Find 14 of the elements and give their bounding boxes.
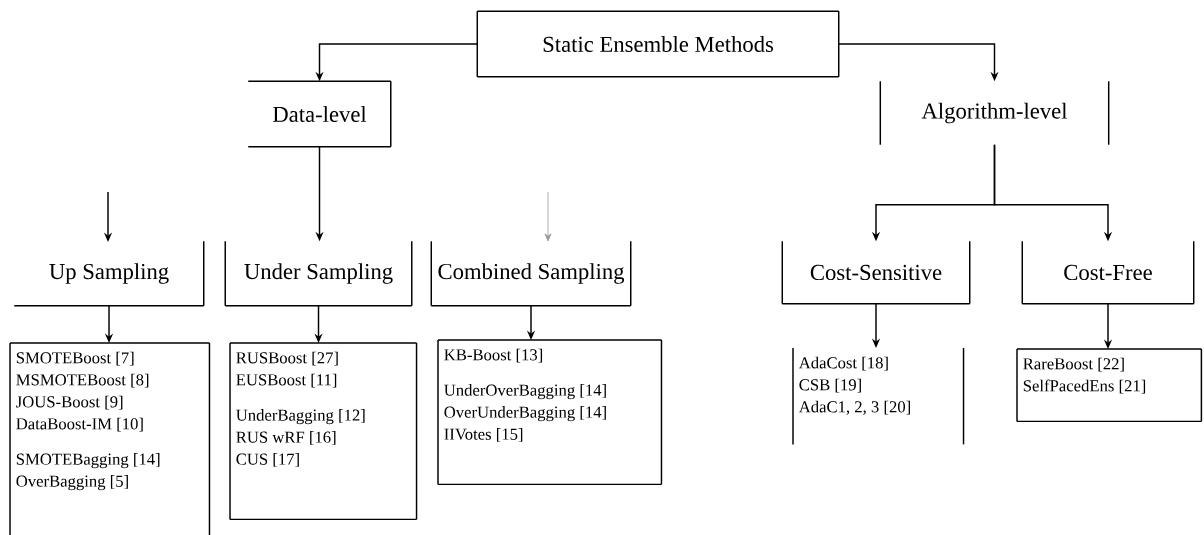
method-list-box: RareBoost [22] SelfPacedEns [21] <box>1016 348 1203 423</box>
method-list-box: RUSBoost [27] EUSBoost [11] UnderBagging [12] RUS wRF [16] CUS [17] <box>229 342 418 521</box>
method-list-box: KB-Boost [13] UnderOverBagging [14] OverUnderBagging [14] IIVotes [15] <box>437 339 663 486</box>
category-box: Algorithm-level <box>879 80 1110 146</box>
arrow <box>544 191 552 242</box>
category-box: Data-level <box>247 80 392 148</box>
category-box: Under Sampling <box>224 240 413 307</box>
category-box: Up Sampling <box>13 240 205 307</box>
category-box: Static Ensemble Methods <box>476 10 840 78</box>
method-list-box: SMOTEBoost [7] MSMOTEBoost [8] JOUS-Boost [9] DataBoost-IM [10] SMOTEBagging [14] OverBagging [5] <box>9 342 211 535</box>
category-box: Cost-Free <box>1021 240 1195 305</box>
category-box: Combined Sampling <box>430 240 632 307</box>
method-list-box: AdaCost [18] CSB [19] AdaC1, 2, 3 [20] <box>792 347 965 446</box>
category-box: Cost-Sensitive <box>781 240 971 305</box>
